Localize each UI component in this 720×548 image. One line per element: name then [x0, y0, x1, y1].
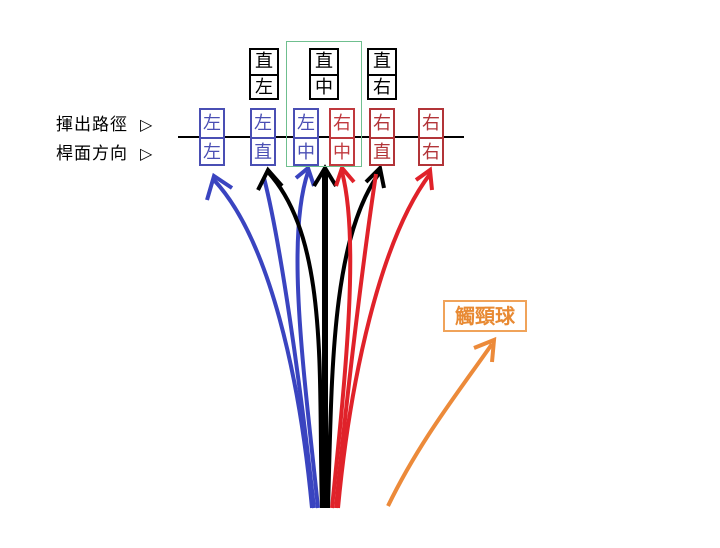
arrow-straight-center-head: [312, 164, 338, 188]
box-bottom-char: 左: [201, 137, 223, 166]
box-top-char: 直: [315, 51, 333, 72]
arrow-right-right-head: [414, 166, 434, 191]
box-top-char: 左: [254, 113, 272, 134]
arrow-left-center-head: [294, 164, 316, 187]
box-bottom-char: 直: [371, 137, 393, 166]
box-bottom-char: 左: [251, 74, 277, 100]
arrow-straight-right: [326, 170, 382, 509]
divider-line: [178, 136, 464, 138]
center-highlight-frame: [286, 41, 362, 167]
combo-box-left-straight: 左 直: [250, 108, 276, 166]
arrow-left-straight: [262, 177, 316, 509]
arrow-straight-left-head: [256, 166, 284, 191]
swing-path-text: 揮出路徑: [56, 115, 128, 135]
arrow-pull: [386, 342, 494, 507]
top-box-straight-left: 直 左: [249, 48, 279, 100]
arrow-right-right: [336, 172, 432, 509]
swing-path-label: 揮出路徑 ▷: [56, 110, 153, 135]
combo-box-left-left: 左 左: [199, 108, 225, 166]
box-bottom-char: 右: [420, 137, 442, 166]
box-top-char: 左: [297, 113, 315, 134]
pull-label: 觸頸球: [443, 300, 527, 332]
arrow-right-straight: [334, 173, 378, 509]
pointer-icon: ▷: [140, 144, 154, 163]
box-bottom-char: 中: [295, 137, 317, 166]
face-direction-text: 桿面方向: [56, 144, 128, 164]
box-bottom-char: 直: [252, 137, 274, 166]
top-box-straight-right: 直 右: [367, 48, 397, 100]
face-direction-label: 桿面方向 ▷: [56, 139, 153, 164]
arrow-straight-right-head: [364, 163, 386, 189]
box-top-char: 直: [255, 51, 273, 72]
arrow-right-center-head: [334, 164, 356, 187]
box-top-char: 右: [333, 113, 351, 134]
box-top-char: 右: [422, 113, 440, 134]
box-top-char: 左: [203, 113, 221, 134]
combo-box-right-center: 右 中: [329, 108, 355, 166]
arrow-left-left-head: [205, 172, 234, 201]
arrow-right-center: [330, 171, 353, 509]
box-top-char: 右: [373, 113, 391, 134]
box-bottom-char: 中: [331, 137, 353, 166]
box-bottom-char: 中: [311, 74, 337, 100]
box-top-char: 直: [373, 51, 391, 72]
box-bottom-char: 右: [369, 74, 395, 100]
pointer-icon: ▷: [140, 115, 154, 134]
arrow-straight-left: [266, 170, 324, 509]
combo-box-right-right: 右 右: [418, 108, 444, 166]
combo-box-left-center: 左 中: [293, 108, 319, 166]
arrow-pull-head: [473, 336, 497, 363]
arrow-left-center: [295, 171, 320, 509]
top-box-straight-center: 直 中: [309, 48, 339, 100]
combo-box-right-straight: 右 直: [369, 108, 395, 166]
